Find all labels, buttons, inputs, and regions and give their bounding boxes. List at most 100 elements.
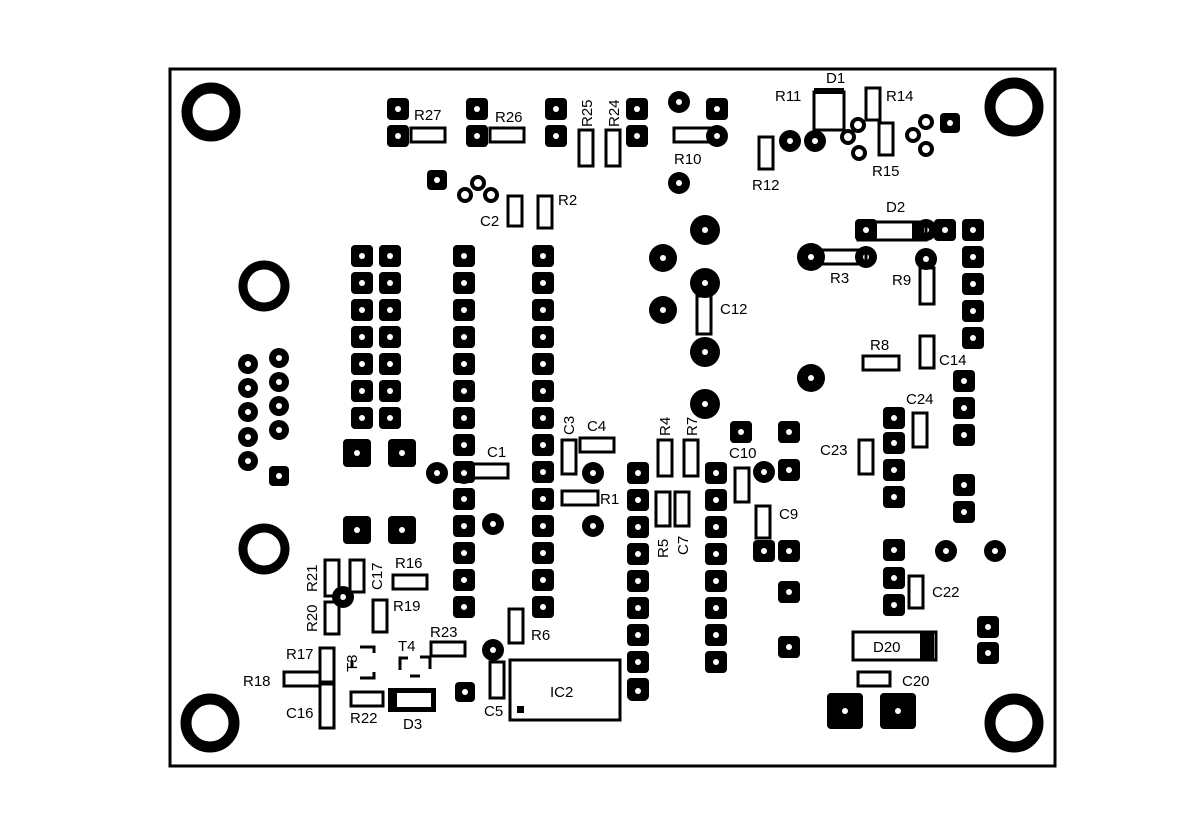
drill-hole	[808, 254, 814, 260]
drill-hole	[787, 138, 793, 144]
label-r24: R24	[606, 99, 623, 127]
drill-hole	[702, 349, 708, 355]
label-r2: R2	[558, 192, 577, 209]
label-ic2: IC2	[550, 684, 573, 701]
drill-hole	[387, 334, 393, 340]
r26-body	[488, 126, 526, 144]
r16-body	[391, 573, 429, 591]
drill-hole	[461, 442, 467, 448]
r9-body	[918, 266, 936, 306]
drill-hole	[713, 524, 719, 530]
drill-hole	[540, 469, 546, 475]
drill-hole	[714, 133, 720, 139]
drill-hole	[276, 403, 282, 409]
drill-hole	[461, 307, 467, 313]
label-r11: R11	[775, 88, 801, 105]
drill-hole	[961, 482, 967, 488]
r23-body	[429, 640, 467, 658]
drill-hole	[635, 688, 641, 694]
label-r18: R18	[243, 673, 271, 690]
label-r27: R27	[414, 107, 442, 124]
ring-pad	[457, 187, 473, 203]
drill-hole	[245, 361, 251, 367]
drill-hole	[540, 550, 546, 556]
ic2-body	[508, 658, 622, 722]
r20-body	[323, 600, 341, 636]
drill-hole	[942, 227, 948, 233]
drill-hole	[891, 467, 897, 473]
ring-pad	[851, 145, 867, 161]
drill-hole	[490, 521, 496, 527]
drill-hole	[540, 496, 546, 502]
drill-hole	[540, 361, 546, 367]
r22-body	[349, 690, 385, 708]
drill-hole	[399, 450, 405, 456]
drill-hole	[395, 133, 401, 139]
drill-hole	[895, 708, 901, 714]
drill-hole	[738, 429, 744, 435]
drill-hole	[434, 177, 440, 183]
drill-hole	[359, 253, 365, 259]
drill-hole	[891, 494, 897, 500]
drill-hole	[635, 524, 641, 530]
drill-hole	[635, 497, 641, 503]
r8-body	[861, 354, 901, 372]
drill-hole	[276, 427, 282, 433]
mounting-holes	[180, 77, 1044, 753]
ic2-pin1-dot	[517, 706, 524, 713]
drill-hole	[947, 120, 953, 126]
label-c20: C20	[902, 673, 930, 690]
drill-hole	[461, 496, 467, 502]
drill-hole	[359, 307, 365, 313]
drill-hole	[985, 624, 991, 630]
label-r17: R17	[286, 646, 314, 663]
drill-hole	[245, 458, 251, 464]
drill-hole	[553, 133, 559, 139]
drill-hole	[359, 280, 365, 286]
label-r25: R25	[579, 99, 596, 127]
drill-hole	[970, 254, 976, 260]
drill-hole	[891, 440, 897, 446]
drill-hole	[474, 133, 480, 139]
drill-hole	[540, 280, 546, 286]
drill-hole	[245, 409, 251, 415]
label-c2: C2	[480, 213, 499, 230]
drill-hole	[276, 379, 282, 385]
board-outline	[168, 67, 1057, 768]
d2-cathode-band	[912, 222, 924, 240]
mounting-hole	[238, 523, 290, 575]
label-r26: R26	[495, 109, 523, 126]
drill-hole	[961, 405, 967, 411]
drill-hole	[395, 106, 401, 112]
drill-hole	[354, 527, 360, 533]
drill-hole	[634, 133, 640, 139]
t3-outline	[350, 645, 376, 680]
drill-hole	[808, 375, 814, 381]
drill-hole	[891, 602, 897, 608]
drill-hole	[540, 523, 546, 529]
label-r16: R16	[395, 555, 423, 572]
drill-hole	[540, 253, 546, 259]
r21-body	[323, 558, 341, 598]
mounting-hole	[180, 693, 240, 753]
label-r1: R1	[600, 491, 619, 508]
drill-hole	[359, 334, 365, 340]
label-d20: D20	[873, 639, 901, 656]
c2-body	[506, 194, 524, 228]
drill-hole	[961, 378, 967, 384]
label-c10: C10	[729, 445, 757, 462]
label-r6: R6	[531, 627, 550, 644]
drill-hole	[660, 307, 666, 313]
d1-body	[812, 90, 846, 132]
drill-hole	[786, 429, 792, 435]
drill-hole	[635, 605, 641, 611]
mounting-hole	[984, 693, 1044, 753]
drill-hole	[786, 644, 792, 650]
c3-body	[560, 438, 578, 476]
c10-body	[733, 466, 751, 504]
drill-hole	[359, 361, 365, 367]
drill-hole	[387, 253, 393, 259]
label-r7: R7	[684, 417, 701, 436]
drill-hole	[812, 138, 818, 144]
drill-hole	[786, 548, 792, 554]
